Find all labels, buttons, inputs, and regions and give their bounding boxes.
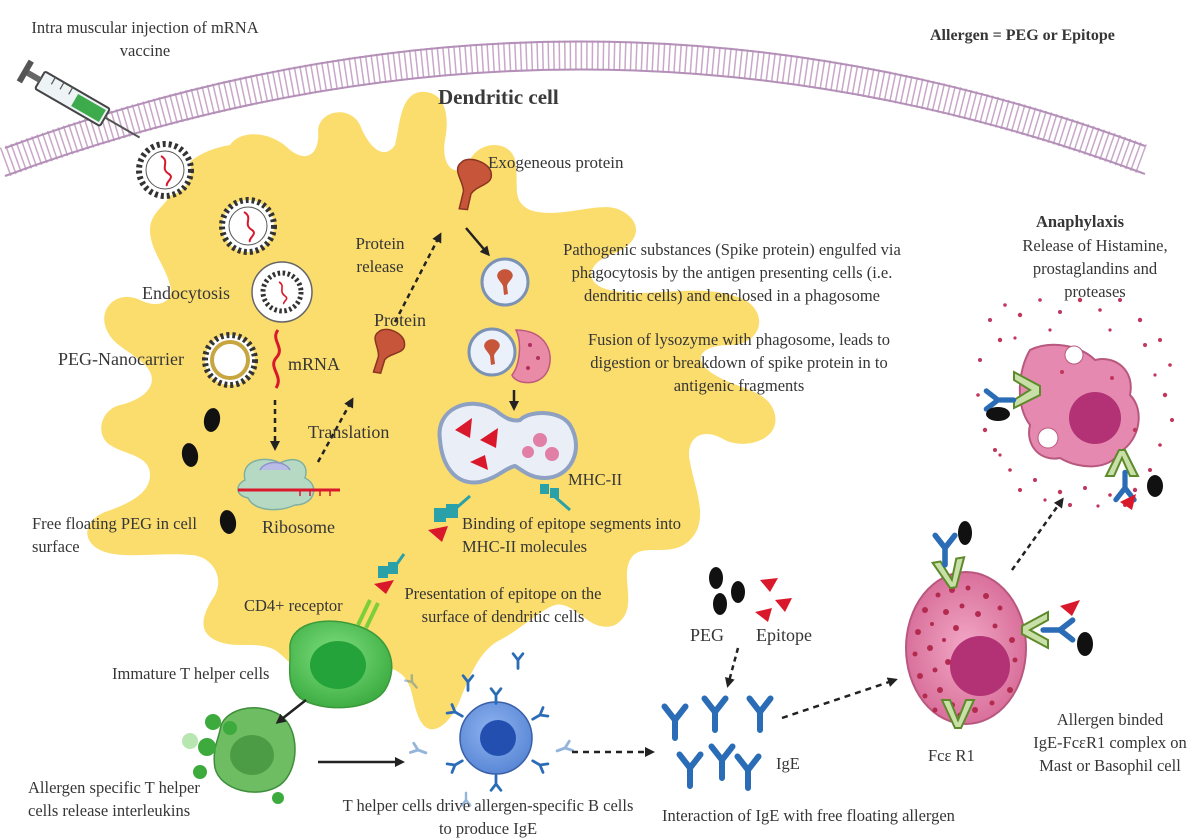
allergen-cluster [709, 567, 792, 622]
bound-peg [986, 407, 1010, 421]
ribosome-icon [237, 458, 340, 511]
label-mhc-ii: MHC-II [568, 470, 623, 489]
phagosome-icon [480, 257, 530, 307]
label-fusion: Fusion of lysozyme with phagosome, leads… [587, 330, 890, 395]
released-granules [976, 297, 1174, 508]
label-protein: Protein [374, 310, 426, 330]
label-phagocytosis: Pathogenic substances (Spike protein) en… [563, 240, 901, 305]
bound-peg [958, 521, 972, 545]
peg-nanoparticle [219, 197, 277, 255]
bound-epitope [1120, 494, 1136, 510]
phagolysosome-icon [467, 327, 551, 384]
mast-cell [905, 571, 1027, 725]
label-exogeneous-protein: Exogeneous protein [488, 153, 624, 172]
cd4-receptor-icon [356, 599, 380, 629]
label-b-cells: T helper cells drive allergen-specific B… [342, 796, 634, 838]
syringe-icon [16, 59, 141, 139]
label-fce-r1: Fcε R1 [928, 746, 975, 765]
cell-membrane-arc [0, 40, 1151, 177]
peg-nanocarrier [202, 332, 258, 388]
label-epitope: Epitope [756, 625, 812, 645]
legend-note: Allergen = PEG or Epitope [930, 27, 1115, 44]
diagram-title: Dendritic cell [438, 85, 559, 109]
label-peg-nanocarrier: PEG-Nanocarrier [58, 349, 184, 369]
bound-peg [1077, 632, 1093, 656]
endosome [251, 261, 313, 323]
bound-epitope [1060, 600, 1080, 616]
mhc-epitope-complex [428, 494, 471, 542]
label-interaction: Interaction of IgE with free floating al… [662, 806, 955, 825]
b-cell [404, 652, 574, 807]
immature-t-helper-cell [288, 620, 393, 709]
free-peg-cluster [181, 408, 237, 534]
label-endocytosis: Endocytosis [142, 283, 230, 303]
pathway-arrows [270, 227, 1064, 767]
dendritic-cell-body [87, 91, 776, 730]
degranulating-mast-cell [976, 297, 1174, 508]
degranulating-receptors [1013, 370, 1140, 477]
label-mrna: mRNA [288, 354, 341, 374]
label-translation: Translation [308, 422, 390, 442]
label-anaphylaxis: Anaphylaxis [1035, 212, 1125, 231]
peg-nanoparticle [136, 141, 194, 199]
label-ige: IgE [776, 754, 800, 773]
label-immature-t-helper: Immature T helper cells [112, 664, 270, 683]
label-cd4-receptor: CD4+ receptor [244, 596, 343, 615]
mrna-strand [272, 329, 281, 389]
mhc-ii-icon [540, 484, 571, 512]
exogeneous-protein-icon [456, 158, 492, 211]
allergen-specific-t-helper-cell [182, 707, 296, 804]
label-peg: PEG [690, 625, 725, 645]
ige-antibodies [665, 699, 771, 789]
digestion-vesicle-icon [437, 401, 578, 485]
fce-r1-receptor [930, 556, 1049, 729]
bound-peg [1147, 475, 1163, 497]
presented-epitope-complex [374, 553, 406, 594]
protein-icon [372, 328, 406, 374]
label-ribosome: Ribosome [262, 517, 336, 537]
